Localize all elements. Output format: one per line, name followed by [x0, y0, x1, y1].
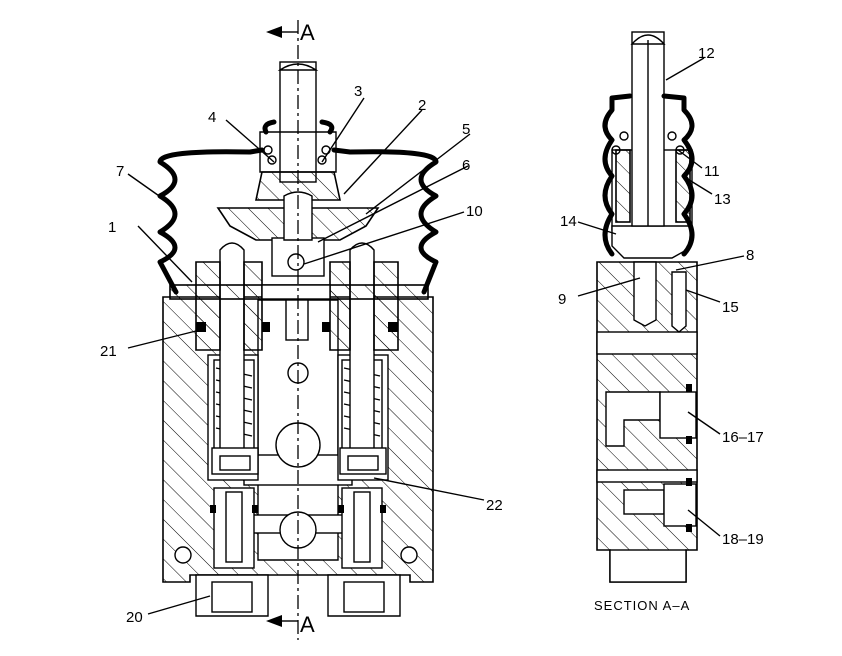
- cavity-18-19: [623, 489, 665, 515]
- callout-12: 12: [698, 45, 715, 62]
- right-lower-spool: [341, 487, 383, 569]
- right-guide: [329, 261, 351, 351]
- fitting-left: [195, 574, 269, 617]
- callout-13: 13: [714, 191, 731, 208]
- callout-22: 22: [486, 497, 503, 514]
- left-orings-b: [252, 505, 258, 513]
- left-guide-right: [243, 261, 263, 351]
- retainer-balls-section: [611, 131, 685, 155]
- section-mark-top: A: [300, 20, 315, 45]
- section-lower-band: [596, 469, 698, 483]
- mount-hole-right: [400, 546, 418, 564]
- right-guide-right: [373, 261, 399, 351]
- left-retainer-inner: [219, 455, 251, 471]
- plug-18-19: [663, 483, 697, 527]
- section-boot: [602, 93, 695, 257]
- left-orings: [210, 505, 216, 513]
- left-guide: [195, 261, 221, 351]
- section-bottom-box: [609, 549, 687, 583]
- callout-11: 11: [704, 163, 720, 180]
- right-orings-b: [380, 505, 386, 513]
- section-aa-view: [596, 31, 698, 583]
- callout-3: 3: [354, 83, 362, 100]
- mount-hole-left: [174, 546, 192, 564]
- section-caption: SECTION A–A: [594, 598, 690, 613]
- callout-16-17: 16–17: [722, 429, 764, 446]
- leader-lines: [127, 57, 745, 615]
- callout-15: 15: [722, 299, 739, 316]
- left-plunger: [219, 242, 245, 451]
- top-plate-gap: [261, 284, 331, 300]
- right-lower-spool-core: [353, 491, 371, 563]
- left-seal-21: [196, 322, 206, 332]
- section-mark-bottom: A: [300, 612, 315, 637]
- plug-16-17: [659, 391, 697, 439]
- callout-14: 14: [560, 213, 577, 230]
- pin-15: [671, 271, 687, 333]
- right-seal-b: [388, 322, 398, 332]
- left-seal-21b: [262, 322, 270, 332]
- callout-7: 7: [116, 163, 124, 180]
- left-lower-spool: [213, 487, 255, 569]
- callout-5: 5: [462, 121, 470, 138]
- callout-18-19: 18–19: [722, 531, 764, 548]
- actuator-stem-top: [277, 63, 319, 71]
- stem-collar: [259, 131, 337, 173]
- right-retainer-inner: [347, 455, 379, 471]
- right-seal: [322, 322, 330, 332]
- callout-21: 21: [100, 343, 117, 360]
- right-plunger: [349, 242, 375, 451]
- callout-6: 6: [462, 157, 470, 174]
- callout-10: 10: [466, 203, 483, 220]
- fitting-right: [327, 574, 401, 617]
- plunger-14: [611, 225, 693, 259]
- spring-left: [615, 149, 631, 223]
- rubber-boot: [157, 119, 439, 295]
- pin-9: [633, 261, 657, 327]
- section-arrow-top: [266, 26, 282, 38]
- fitting-left-inner: [211, 581, 253, 613]
- callout-20: 20: [126, 609, 143, 626]
- stem-section-top: [630, 34, 666, 45]
- callout-2: 2: [418, 97, 426, 114]
- main-section-view: [157, 20, 439, 640]
- section-arrow-bottom: [266, 615, 282, 627]
- callout-9: 9: [558, 291, 566, 308]
- right-orings: [338, 505, 344, 513]
- pivot-pin: [287, 253, 305, 271]
- section-gap: [596, 331, 698, 355]
- callout-4: 4: [208, 109, 216, 126]
- callout-8: 8: [746, 247, 754, 264]
- center-rod: [285, 299, 309, 341]
- fitting-right-inner: [343, 581, 385, 613]
- callout-1: 1: [108, 219, 116, 236]
- left-lower-spool-core: [225, 491, 243, 563]
